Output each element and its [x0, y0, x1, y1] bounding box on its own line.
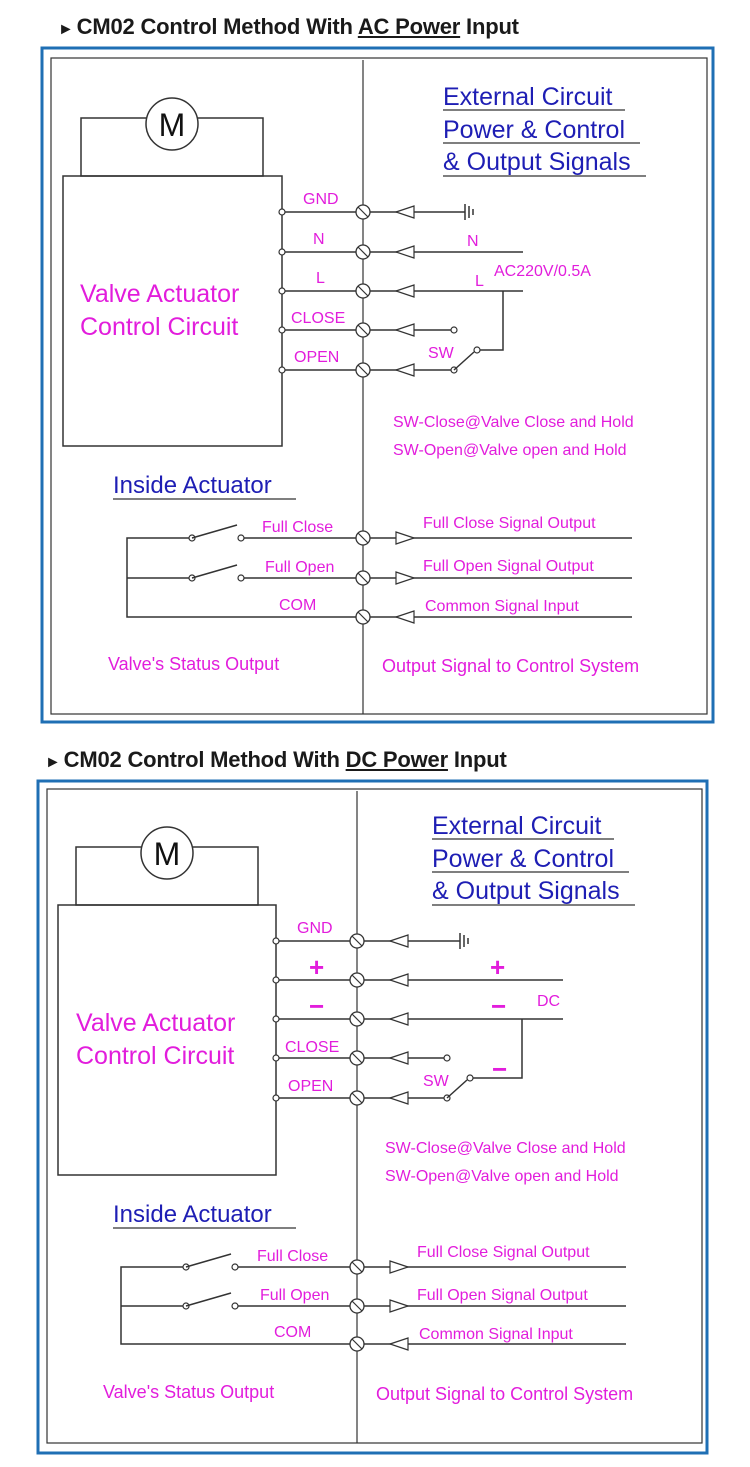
ac-external-n-label: N — [467, 233, 479, 250]
ac-status-switches — [126, 524, 356, 618]
ac-status-full-open-label: Full Open — [265, 559, 334, 576]
dc-actuator-box — [57, 904, 277, 1176]
dc-actuator-label-line1: Valve Actuator — [76, 1009, 235, 1037]
dc-status-com-label: COM — [274, 1324, 311, 1341]
dc-note-open: SW-Open@Valve open and Hold — [385, 1168, 619, 1185]
dc-output-screws — [349, 1259, 365, 1352]
ac-title-prefix: CM02 Control Method With — [76, 14, 358, 39]
dc-switch-sign: − — [492, 1054, 507, 1084]
ac-terminal-n-label: N — [313, 231, 325, 248]
dc-status-full-open-label: Full Open — [260, 1287, 329, 1304]
ac-terminal-open-label: OPEN — [294, 349, 339, 366]
ac-inside-actuator-heading: Inside Actuator — [113, 472, 272, 499]
dc-switch-label: SW — [423, 1073, 450, 1090]
ac-status-com-label: COM — [279, 597, 316, 614]
dc-external-heading-line2: Power & Control — [432, 845, 614, 873]
ac-footer-left: Valve's Status Output — [108, 654, 279, 674]
dc-external-heading-line3: & Output Signals — [432, 877, 620, 905]
ac-signal-common: Common Signal Input — [425, 598, 579, 615]
ac-external-heading-line2: Power & Control — [443, 116, 625, 144]
dc-status-switches — [120, 1253, 350, 1345]
dc-status-full-close-label: Full Close — [257, 1248, 328, 1265]
dc-actuator-label-line2: Control Circuit — [76, 1042, 234, 1070]
arrow-right-icon: ► — [58, 21, 74, 38]
ac-terminal-gnd-label: GND — [303, 191, 339, 208]
dc-inner-frame — [46, 788, 703, 1444]
ac-switch-label: SW — [428, 345, 455, 362]
dc-footer-right: Output Signal to Control System — [376, 1384, 633, 1404]
dc-title-prefix: CM02 Control Method With — [63, 747, 346, 772]
ac-motor-symbol — [145, 97, 199, 151]
dc-inside-actuator-heading: Inside Actuator — [113, 1201, 272, 1228]
ac-title-suffix: Input — [460, 14, 519, 39]
ac-actuator-label-line1: Valve Actuator — [80, 280, 239, 308]
ac-motor-label: M — [159, 107, 186, 143]
ac-signal-full-open: Full Open Signal Output — [423, 558, 594, 575]
ac-actuator-label-line2: Control Circuit — [80, 313, 238, 341]
ac-terminal-close-label: CLOSE — [291, 310, 345, 327]
ac-section-title: ►CM02 Control Method With AC Power Input — [58, 14, 519, 40]
ac-note-close: SW-Close@Valve Close and Hold — [393, 414, 634, 431]
ac-note-open: SW-Open@Valve open and Hold — [393, 442, 627, 459]
dc-terminal-wires — [272, 937, 357, 1102]
ac-external-wires — [370, 204, 523, 377]
ac-inner-frame — [50, 57, 708, 715]
dc-note-close: SW-Close@Valve Close and Hold — [385, 1140, 626, 1157]
dc-wiring-diagram: M Valve Actuator Control Circuit Externa… — [36, 779, 709, 1455]
dc-terminal-plus-label: + — [309, 952, 324, 982]
ac-external-heading-line1: External Circuit — [443, 83, 613, 111]
ac-terminal-l-label: L — [316, 270, 325, 287]
ac-output-signal-lines — [370, 531, 632, 624]
dc-signal-full-open: Full Open Signal Output — [417, 1287, 588, 1304]
dc-motor-label: M — [154, 836, 181, 872]
dc-terminal-open-label: OPEN — [288, 1078, 333, 1095]
ac-footer-right: Output Signal to Control System — [382, 656, 639, 676]
ac-actuator-box — [62, 175, 283, 447]
ac-terminal-wires — [278, 208, 363, 374]
ac-status-full-close-label: Full Close — [262, 519, 333, 536]
dc-external-heading-line1: External Circuit — [432, 812, 602, 840]
dc-power-spec: DC — [537, 993, 560, 1010]
dc-footer-left: Valve's Status Output — [103, 1382, 274, 1402]
dc-terminal-gnd-label: GND — [297, 920, 333, 937]
dc-terminal-minus-label: − — [309, 991, 324, 1021]
ac-output-screws — [355, 530, 371, 625]
arrow-right-icon: ► — [45, 754, 61, 771]
dc-signal-full-close: Full Close Signal Output — [417, 1244, 590, 1261]
dc-motor-symbol — [140, 826, 194, 880]
dc-external-wires — [364, 933, 563, 1105]
dc-external-plus-label: + — [490, 952, 505, 982]
ac-wiring-diagram: M Valve Actuator Control Circuit Externa… — [40, 46, 715, 724]
dc-terminal-close-label: CLOSE — [285, 1039, 339, 1056]
dc-title-suffix: Input — [447, 747, 507, 772]
ac-power-spec: AC220V/0.5A — [494, 263, 591, 280]
dc-output-signal-lines — [364, 1260, 626, 1351]
ac-title-highlight: AC Power — [357, 14, 461, 39]
dc-title-highlight: DC Power — [345, 747, 449, 772]
dc-external-minus-label: − — [491, 991, 506, 1021]
ac-terminal-screws — [355, 204, 371, 378]
dc-signal-common: Common Signal Input — [419, 1326, 573, 1343]
ac-external-l-label: L — [475, 273, 484, 290]
ac-outer-frame — [40, 46, 715, 724]
dc-section-title: ►CM02 Control Method With DC Power Input — [45, 747, 507, 773]
dc-outer-frame — [36, 779, 709, 1455]
ac-external-heading-line3: & Output Signals — [443, 148, 631, 176]
ac-signal-full-close: Full Close Signal Output — [423, 515, 596, 532]
